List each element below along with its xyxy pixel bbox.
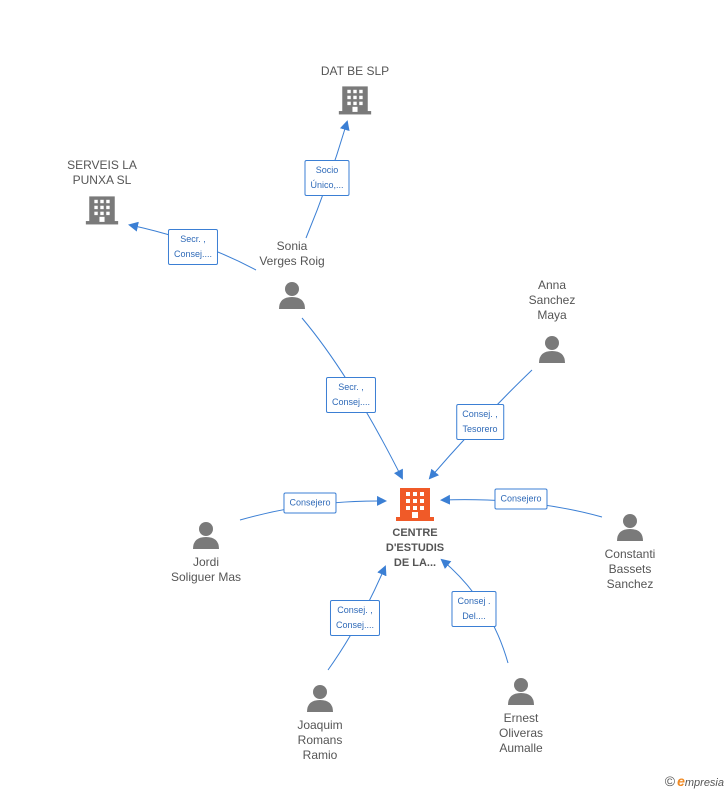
node-label: Jordi Soliguer Mas [170,555,242,584]
person-icon [617,514,643,541]
node-label: SERVEIS LA PUNXA SL [67,158,137,187]
brand-initial: e [677,773,685,789]
person-icon [539,336,565,363]
node-ernest-oliveras-aumalle[interactable]: Ernest Oliveras Aumalle [499,676,543,755]
node-sonia-verges-roig[interactable]: Sonia Verges Roig [259,239,325,310]
person-icon [279,282,305,309]
building-icon [396,488,434,521]
building-icon [85,196,119,225]
edge-label-joaquim-center[interactable]: Consej. , Consej.... [329,600,381,636]
node-serveis-la-punxa[interactable]: SERVEIS LA PUNXA SL [67,158,137,228]
copyright-icon: © [664,773,676,789]
edge-label-constanti-center[interactable]: Consejero [494,488,548,510]
edge-label-sonia-datbe[interactable]: Socio Único,... [304,160,350,196]
edge-label-anna-center[interactable]: Consej. , Tesorero [456,404,504,440]
person-icon [508,678,534,705]
node-center-company[interactable]: CENTRE D'ESTUDIS DE LA... [386,486,444,569]
node-label: DAT BE SLP [320,64,390,78]
node-jordi-soliguer-mas[interactable]: Jordi Soliguer Mas [171,520,241,584]
empresia-logo[interactable]: ©empresia [665,773,724,789]
edge-label-jordi-center[interactable]: Consejero [283,492,337,514]
edge-label-sonia-center[interactable]: Secr. , Consej.... [325,377,377,413]
person-icon [307,685,333,712]
node-label: CENTRE D'ESTUDIS DE LA... [385,527,445,569]
node-joaquim-romans-ramio[interactable]: Joaquim Romans Ramio [297,683,343,762]
building-icon [338,86,372,115]
node-anna-sanchez-maya[interactable]: Anna Sanchez Maya [529,278,575,364]
person-icon [193,522,219,549]
edge-label-sonia-serveis[interactable]: Secr. , Consej.... [167,229,219,265]
node-label: Ernest Oliveras Aumalle [498,711,543,755]
brand-name: mpresia [684,777,724,789]
node-constanti-bassets-sanchez[interactable]: Constanti Bassets Sanchez [605,512,655,591]
node-label: Constanti Bassets Sanchez [604,547,656,591]
node-dat-be[interactable]: DAT BE SLP [321,64,389,118]
node-label: Sonia Verges Roig [259,239,325,268]
edge-label-ernest-center[interactable]: Consej . Del.... [451,591,497,627]
node-label: Joaquim Romans Ramio [297,718,343,762]
node-label: Anna Sanchez Maya [528,278,576,322]
